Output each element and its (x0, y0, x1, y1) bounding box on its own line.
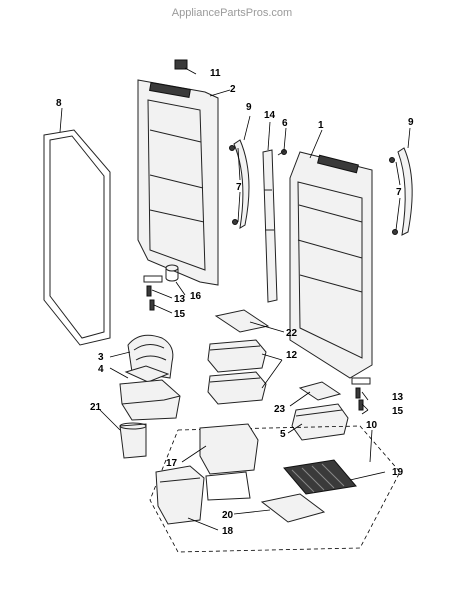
mullion-flipper-part-14[interactable] (262, 149, 278, 303)
crisper-frame-part-17[interactable] (199, 423, 259, 501)
tray-part-20[interactable] (260, 493, 326, 523)
bin-body-part-4[interactable] (119, 379, 181, 421)
shelf-glass-part-23[interactable] (298, 381, 342, 401)
door-bin-part-5[interactable] (291, 403, 349, 441)
right-hinge-screws-part-13-15[interactable] (351, 377, 371, 411)
callout-labels: 11 2 8 9 14 6 1 9 7 7 13 16 15 22 12 3 4… (56, 68, 414, 537)
callout-18: 18 (222, 526, 234, 537)
callout-11: 11 (210, 68, 221, 79)
callout-3: 3 (98, 352, 104, 363)
callout-22: 22 (286, 328, 298, 339)
callout-6: 6 (282, 118, 288, 129)
callout-2: 2 (230, 84, 236, 95)
grille-part-19[interactable] (283, 459, 357, 495)
callout-16: 16 (190, 291, 202, 302)
callout-12: 12 (286, 350, 298, 361)
shelf-glass-part-22[interactable] (214, 309, 270, 333)
callout-13-right: 13 (392, 392, 404, 403)
left-door-liner-part-2[interactable] (137, 79, 219, 286)
screw-part-6[interactable] (277, 149, 287, 156)
door-gasket-part-8[interactable] (43, 129, 111, 346)
callout-7-right: 7 (396, 187, 402, 198)
right-door-handle-part-9[interactable] (397, 147, 413, 236)
cup-part-21[interactable] (119, 422, 147, 459)
callout-8: 8 (56, 98, 62, 109)
callout-13-left: 13 (174, 294, 186, 305)
callout-9-right: 9 (408, 117, 414, 128)
bin-door-part-4[interactable] (124, 365, 170, 383)
label-plate-part-11[interactable] (174, 59, 188, 70)
left-door-handle-part-9[interactable] (233, 139, 250, 229)
callout-7-left: 7 (236, 182, 242, 193)
callout-10: 10 (366, 420, 378, 431)
left-handle-screws-part-7[interactable] (229, 145, 238, 225)
callout-21: 21 (90, 402, 102, 413)
callout-1: 1 (318, 120, 324, 131)
callout-15-left: 15 (174, 309, 186, 320)
callout-23: 23 (274, 404, 286, 415)
cover-part-3[interactable] (127, 334, 174, 379)
crisper-drawer-part-18[interactable] (155, 465, 205, 525)
callout-14: 14 (264, 110, 276, 121)
callout-17: 17 (166, 458, 178, 469)
callout-20: 20 (222, 510, 234, 521)
right-door-liner-part-1[interactable] (289, 151, 373, 379)
callout-15-right: 15 (392, 406, 404, 417)
callout-4: 4 (98, 364, 104, 375)
callout-9-left: 9 (246, 102, 252, 113)
right-handle-screws-part-7[interactable] (389, 157, 398, 235)
assembly-outline-part-10 (149, 425, 401, 553)
callout-19: 19 (392, 467, 404, 478)
watermark-text: AppliancePartsPros.com (172, 7, 292, 19)
leader-lines (59, 67, 411, 531)
door-bin-part-12-upper[interactable] (207, 339, 267, 373)
callout-5: 5 (280, 429, 286, 440)
door-bushing-part-16[interactable] (165, 264, 179, 282)
door-bin-part-12-lower[interactable] (207, 371, 267, 405)
